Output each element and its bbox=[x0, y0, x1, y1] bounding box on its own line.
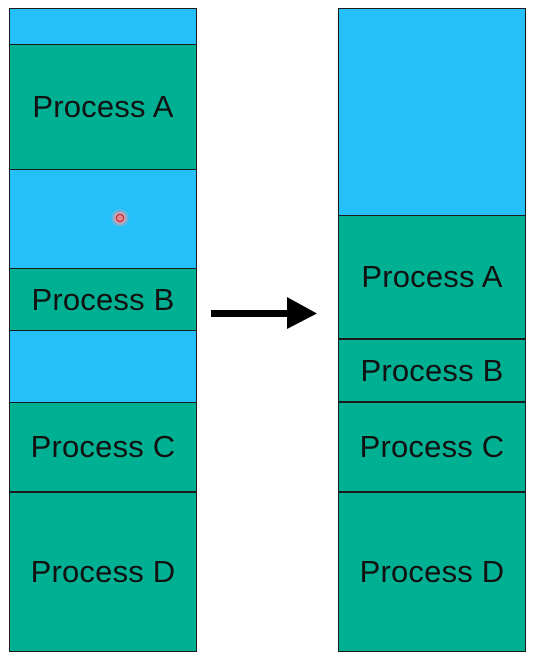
process-d-label: Process D bbox=[30, 554, 176, 589]
process-c-block: Process C bbox=[339, 402, 525, 492]
process-b-block: Process B bbox=[10, 268, 196, 331]
process-b-label: Process B bbox=[360, 352, 504, 388]
right-arrow-icon bbox=[211, 297, 317, 329]
free-memory-block bbox=[339, 9, 525, 215]
process-b-block: Process B bbox=[339, 339, 525, 402]
free-memory-block bbox=[10, 331, 196, 402]
process-c-label: Process C bbox=[30, 429, 176, 464]
process-a-block: Process A bbox=[339, 215, 525, 339]
process-c-label: Process C bbox=[359, 429, 505, 464]
mouse-pointer-indicator bbox=[111, 209, 129, 227]
process-d-label: Process D bbox=[359, 554, 505, 589]
free-memory-block bbox=[10, 9, 196, 44]
process-d-block: Process D bbox=[10, 492, 196, 651]
arrow-shaft bbox=[211, 310, 291, 317]
process-a-block: Process A bbox=[10, 44, 196, 170]
memory-column-before: Process A Process B Process C Process D bbox=[9, 8, 197, 652]
memory-column-after: Process A Process B Process C Process D bbox=[338, 8, 526, 652]
process-c-block: Process C bbox=[10, 402, 196, 492]
arrow-head bbox=[287, 297, 317, 329]
process-a-label: Process A bbox=[361, 259, 503, 294]
process-b-label: Process B bbox=[31, 281, 175, 317]
process-d-block: Process D bbox=[339, 492, 525, 651]
free-memory-block bbox=[10, 170, 196, 268]
process-a-label: Process A bbox=[32, 89, 174, 124]
